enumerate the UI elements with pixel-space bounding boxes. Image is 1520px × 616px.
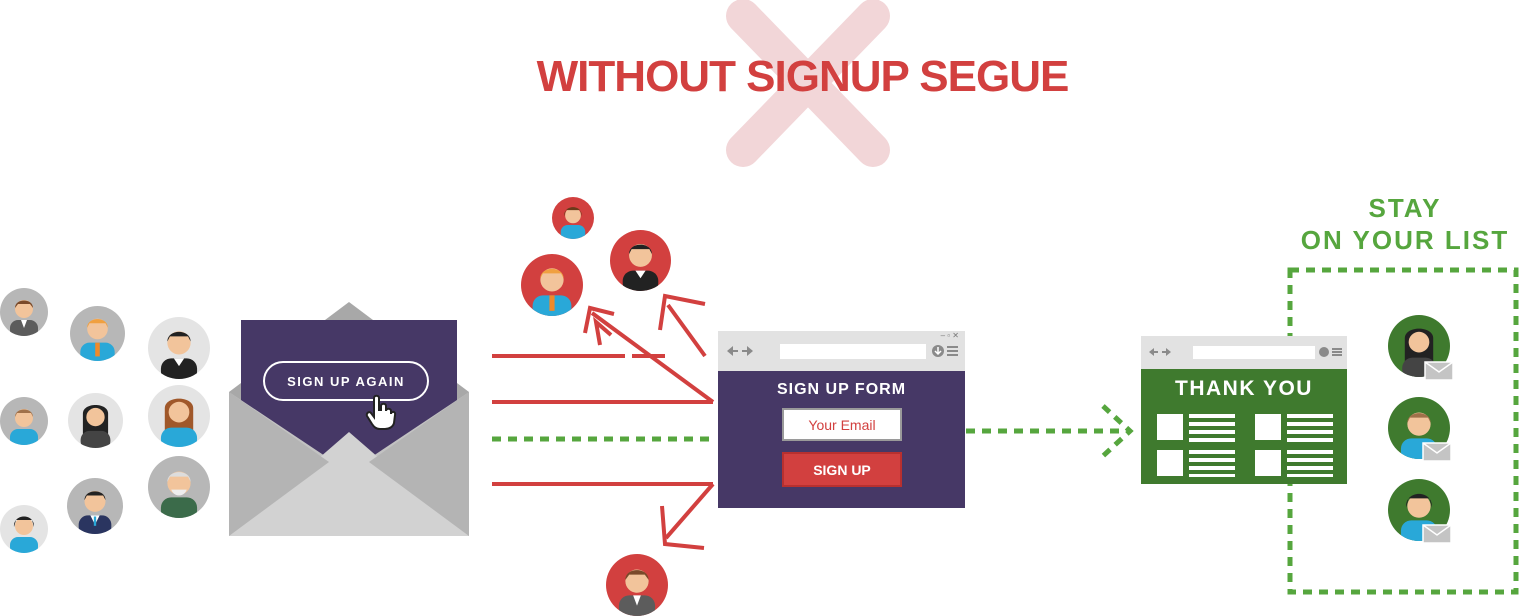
person-avatar-icon <box>148 385 210 447</box>
form-title: SIGN UP FORM <box>776 381 907 398</box>
back-forward-icon <box>1149 348 1171 356</box>
person-avatar-icon <box>67 478 123 534</box>
bounce-arrows <box>492 293 715 550</box>
stay-label-line1: STAY <box>1368 193 1442 223</box>
mail-icon <box>1424 361 1454 381</box>
thank-you-title: THANK YOU <box>1175 377 1313 400</box>
window-controls: – ▫ ✕ <box>940 331 959 340</box>
content-placeholder-grid <box>1157 414 1333 477</box>
person-avatar-icon <box>521 254 583 316</box>
person-avatar-icon <box>606 554 668 616</box>
mail-icon <box>1422 442 1452 462</box>
person-avatar-icon <box>68 393 123 448</box>
browser-toolbar: – ▫ ✕ <box>718 331 965 371</box>
person-avatar-icon <box>0 288 48 336</box>
sign-up-again-button[interactable]: SIGN UP AGAIN <box>263 361 429 401</box>
person-avatar-icon <box>552 197 594 239</box>
mail-icon <box>1422 524 1452 544</box>
menu-icon[interactable] <box>1319 345 1345 359</box>
email-field[interactable]: Your Email <box>782 408 902 441</box>
person-avatar-icon <box>610 230 671 291</box>
back-forward-icon <box>727 346 753 356</box>
sign-up-button[interactable]: SIGN UP <box>782 452 902 487</box>
hand-pointer-icon <box>365 394 397 430</box>
envelope-icon <box>229 302 469 536</box>
stay-label-line2: ON YOUR LIST <box>1300 225 1510 255</box>
browser-toolbar <box>1141 336 1347 369</box>
thank-you-window <box>1141 336 1347 484</box>
person-avatar-icon <box>70 306 125 361</box>
person-avatar-icon <box>0 397 48 445</box>
menu-icon[interactable] <box>932 343 962 359</box>
url-bar[interactable] <box>1193 346 1315 359</box>
person-avatar-icon <box>148 456 210 518</box>
person-avatar-icon <box>148 317 210 379</box>
page-title: WITHOUT SIGNUP SEGUE <box>536 52 1070 101</box>
person-avatar-icon <box>0 505 48 553</box>
url-bar[interactable] <box>780 344 926 359</box>
